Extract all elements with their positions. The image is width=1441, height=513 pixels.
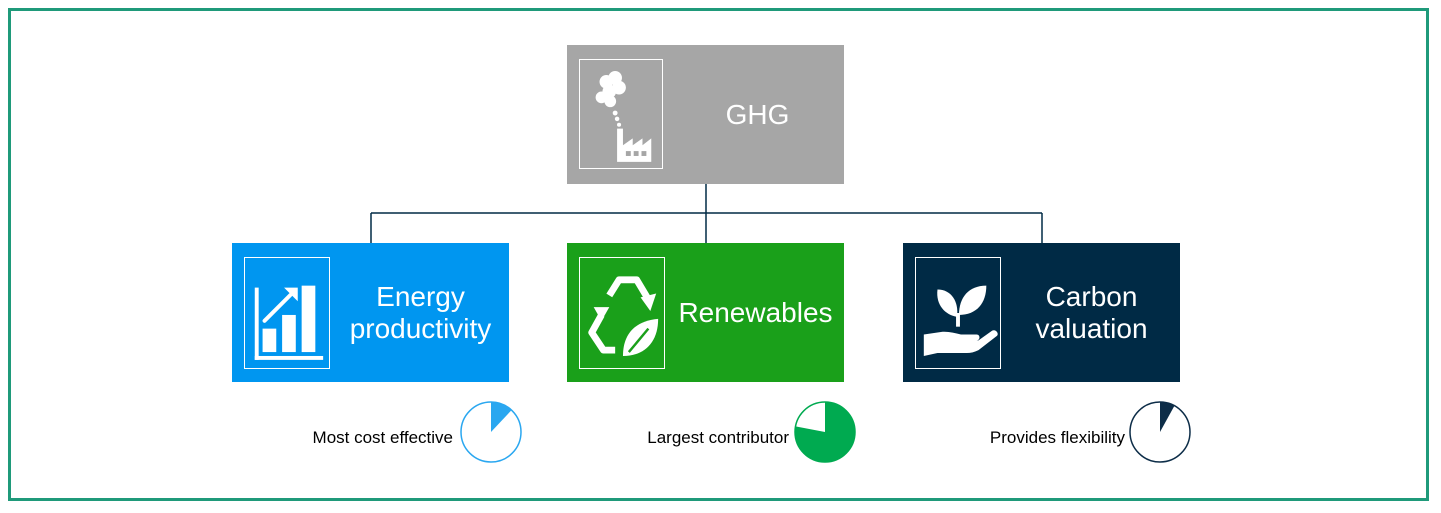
renewables-label: Renewables — [667, 243, 844, 382]
bar-chart-growth-icon — [254, 285, 324, 360]
carbon-pie-slice — [1160, 402, 1175, 432]
diagram-frame — [8, 8, 1429, 501]
carbon-label-line2: valuation — [1035, 312, 1148, 344]
recycle-leaf-icon — [588, 276, 659, 356]
renewables-caption: Largest contributor — [647, 428, 789, 447]
energy-label-line1: Energy — [376, 281, 465, 313]
renewables-share-pie — [794, 401, 856, 463]
factory-smoke-icon — [595, 71, 652, 162]
renewables-label-line1: Renewables — [678, 296, 833, 328]
hand-plant-icon — [923, 285, 998, 356]
carbon-icon-frame — [915, 257, 1001, 369]
carbon-valuation-box: Carbon valuation — [903, 243, 1180, 382]
energy-pie-slice — [491, 402, 512, 432]
renewables-icon-frame — [579, 257, 665, 369]
energy-label-line2: productivity — [349, 312, 492, 344]
energy-productivity-box: Energy productivity — [232, 243, 509, 382]
energy-share-pie — [460, 401, 522, 463]
carbon-share-pie — [1129, 401, 1191, 463]
ghg-icon-frame — [579, 59, 663, 169]
carbon-caption: Provides flexibility — [989, 428, 1125, 447]
renewables-pie-slice — [795, 402, 855, 462]
carbon-valuation-label: Carbon valuation — [1003, 243, 1180, 382]
ghg-box: GHG — [567, 45, 844, 184]
energy-productivity-label: Energy productivity — [332, 243, 509, 382]
ghg-label: GHG — [725, 98, 790, 130]
energy-caption: Most cost effective — [312, 428, 453, 447]
carbon-label-line1: Carbon — [1045, 281, 1138, 313]
energy-icon-frame — [244, 257, 330, 369]
renewables-box: Renewables — [567, 243, 844, 382]
